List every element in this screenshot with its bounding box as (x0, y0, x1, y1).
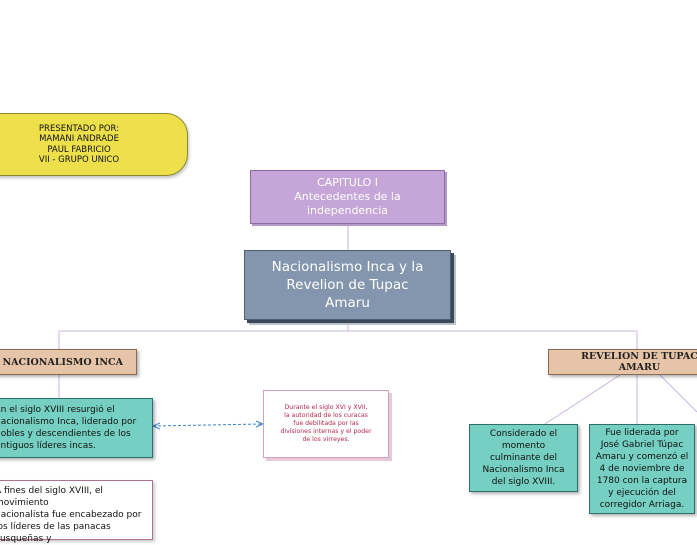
connector-right-topic1 (544, 374, 621, 425)
topic-movimiento-nacionalista-text: A fines del siglo XVIII, el movimiento n… (0, 486, 142, 544)
topic-liderada-por-tupac-amaru-text: Fue liderada por José Gabriel Túpac Amar… (595, 428, 689, 510)
dashed-link-arrow-left (151, 422, 161, 430)
topic-movimiento-nacionalista[interactable]: A fines del siglo XVIII, el movimiento n… (0, 480, 153, 544)
topic-liderada-por-tupac-amaru[interactable]: Fue liderada por José Gabriel Túpac Amar… (589, 424, 695, 514)
branch-nacionalismo-inca[interactable]: EL NACIONALISMO INCA (0, 349, 137, 375)
topic-nacionalismo-resurgio[interactable]: En el siglo XVIII resurgió el nacionalis… (0, 398, 153, 458)
topic-nacionalismo-resurgio-text: En el siglo XVIII resurgió el nacionalis… (0, 405, 137, 451)
note-curacas-text: Durante el siglo XVI y XVII, la autorida… (280, 404, 372, 443)
presented-by-text: PRESENTADO POR: MAMANI ANDRADE PAUL FABR… (38, 123, 120, 166)
branch-revelion-tupac-amaru-label: REVELION DE TUPAC AMARU (581, 351, 697, 373)
chapter-node[interactable]: CAPITULO I Antecedentes de la independen… (250, 170, 445, 224)
note-curacas[interactable]: Durante el siglo XVI y XVII, la autorida… (263, 390, 389, 458)
branch-nacionalismo-inca-label: EL NACIONALISMO INCA (0, 356, 123, 368)
topic-momento-culminante-text: Considerado el momento culminante del Na… (482, 429, 565, 487)
dashed-link (152, 423, 264, 427)
presented-by-box[interactable]: PRESENTADO POR: MAMANI ANDRADE PAUL FABR… (0, 113, 188, 176)
central-topic[interactable]: Nacionalismo Inca y la Revelion de Tupac… (244, 250, 451, 320)
connector-right-topic3 (659, 374, 697, 413)
chapter-text: CAPITULO I Antecedentes de la independen… (294, 176, 401, 217)
central-topic-text: Nacionalismo Inca y la Revelion de Tupac… (271, 259, 424, 311)
branch-revelion-tupac-amaru[interactable]: REVELION DE TUPAC AMARU (548, 349, 697, 375)
topic-momento-culminante[interactable]: Considerado el momento culminante del Na… (469, 424, 578, 492)
